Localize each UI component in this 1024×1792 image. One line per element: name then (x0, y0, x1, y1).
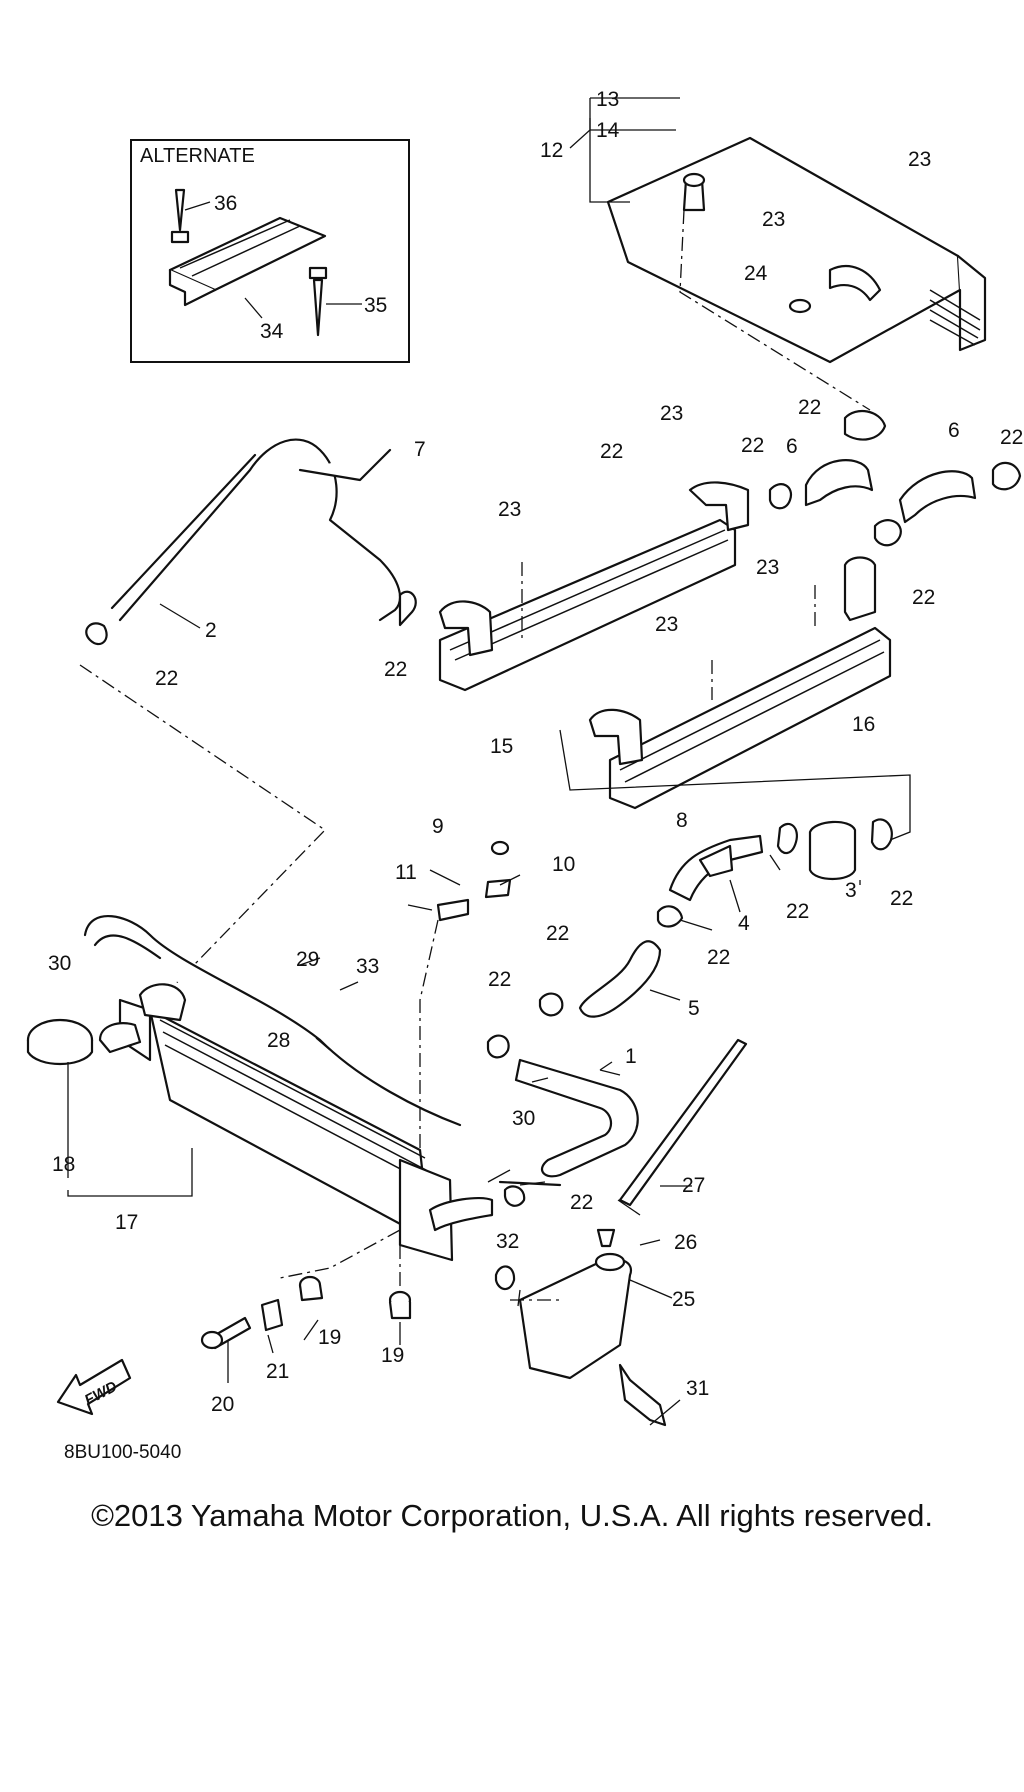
callout-18: 18 (52, 1153, 75, 1176)
lower-fasteners (200, 1275, 412, 1350)
callout-12: 12 (540, 139, 563, 162)
callout-22k: 22 (488, 968, 511, 991)
heat-exchanger-15 (438, 481, 750, 692)
callout-36: 36 (214, 192, 237, 215)
radiator-17 (83, 915, 494, 1290)
callout-34: 34 (260, 320, 284, 343)
callout-22b: 22 (741, 434, 764, 457)
callout-8: 8 (676, 809, 688, 832)
leader-lines (159, 603, 861, 1426)
callout-26: 26 (674, 1231, 697, 1254)
callout-19b: 19 (381, 1344, 404, 1367)
callout-7: 7 (414, 438, 426, 461)
callout-32: 32 (496, 1230, 519, 1253)
callout-23a: 23 (908, 148, 931, 171)
callout-25: 25 (672, 1288, 695, 1311)
radiator-cap-18 (26, 1018, 193, 1197)
callout-5: 5 (688, 997, 700, 1020)
callout-4: 4 (738, 912, 750, 935)
callout-16: 16 (852, 713, 875, 736)
callout-33: 33 (356, 955, 379, 978)
callout-30b: 30 (512, 1107, 535, 1130)
upper-hoses (79, 438, 417, 1001)
callout-9: 9 (432, 815, 444, 838)
alternate-inset: ALTERNATE (130, 139, 410, 363)
callout-23f: 23 (655, 613, 678, 636)
callout-22c: 22 (1000, 426, 1023, 449)
callout-22i: 22 (707, 946, 730, 969)
callout-13: 13 (596, 88, 619, 111)
callout-24: 24 (744, 262, 768, 285)
callout-10: 10 (552, 853, 575, 876)
callout-22g: 22 (786, 900, 809, 923)
cover-plate (569, 97, 987, 411)
callout-22d: 22 (912, 586, 935, 609)
drawing-code: 8BU100-5040 (64, 1442, 181, 1463)
callout-15: 15 (490, 735, 513, 758)
callout-22m: 22 (600, 440, 623, 463)
callout-22a: 22 (798, 396, 821, 419)
callout-11: 11 (395, 861, 417, 884)
fittings-9-11 (419, 840, 512, 1150)
callout-27: 27 (682, 1174, 705, 1197)
callout-23b: 23 (762, 208, 785, 231)
callout-2: 2 (205, 619, 217, 642)
heat-exchanger-16 (559, 556, 911, 841)
callout-23d: 23 (498, 498, 521, 521)
callout-numbers: 1 2 3 4 5 6 6 7 8 9 10 11 12 13 14 15 16… (48, 88, 1023, 1416)
callout-35: 35 (364, 294, 387, 317)
callout-14: 14 (596, 119, 620, 142)
callout-23e: 23 (756, 556, 779, 579)
callout-30a: 30 (48, 952, 71, 975)
hose-27 (618, 1038, 748, 1207)
callout-29: 29 (296, 948, 319, 971)
callout-20: 20 (211, 1393, 234, 1416)
small-hoses-6 (768, 409, 1022, 547)
callout-6a: 6 (786, 435, 798, 458)
callout-22e: 22 (384, 658, 407, 681)
copyright-notice: ©2013 Yamaha Motor Corporation, U.S.A. A… (91, 1498, 933, 1533)
callout-3: 3 (845, 879, 857, 902)
reservoir-tank-25 (494, 1228, 667, 1427)
fwd-arrow-icon: FWD (56, 1358, 132, 1416)
callout-22h: 22 (890, 887, 913, 910)
callout-19a: 19 (318, 1326, 341, 1349)
callout-31: 31 (686, 1377, 709, 1400)
callout-6b: 6 (948, 419, 960, 442)
alternate-label: ALTERNATE (140, 145, 255, 167)
callout-28: 28 (267, 1029, 290, 1052)
callout-21: 21 (266, 1360, 289, 1383)
callout-17: 17 (115, 1211, 138, 1234)
callout-23c: 23 (660, 402, 683, 425)
callout-22l: 22 (570, 1191, 593, 1214)
hose-1 (498, 1058, 639, 1207)
mid-hoses (486, 818, 893, 1059)
callout-1: 1 (625, 1045, 637, 1068)
callout-22f: 22 (155, 667, 178, 690)
callout-22j: 22 (546, 922, 569, 945)
parts-diagram: ALTERNATE (26, 88, 1023, 1463)
